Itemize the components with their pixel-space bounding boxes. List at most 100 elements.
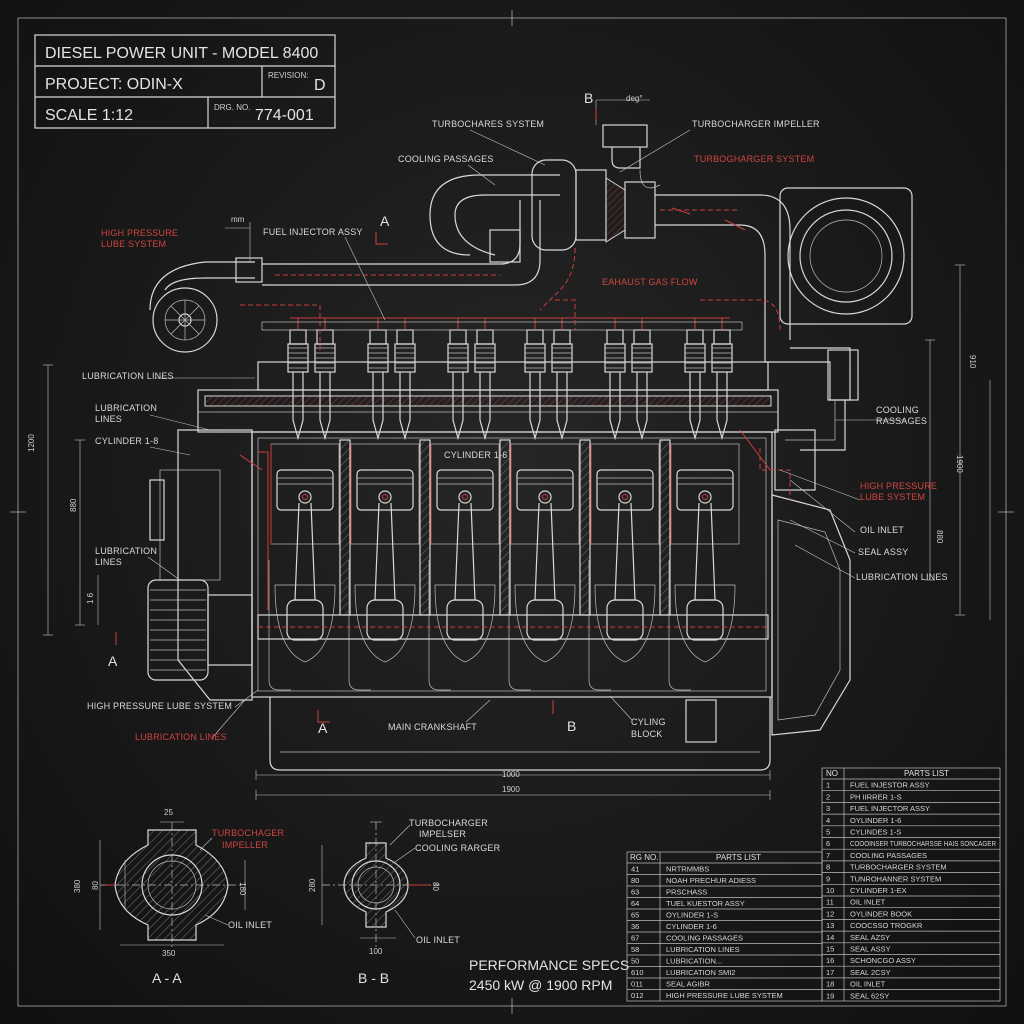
label-cooling-passages-top: COOLING PASSAGES xyxy=(398,154,494,164)
fuel-injector xyxy=(524,318,546,441)
label-bb-cooling: COOLING RARGER xyxy=(415,843,501,853)
turbocharger-assembly xyxy=(149,124,913,451)
parts-list-row-number: 3 xyxy=(826,804,830,813)
parts-list-row-name: COOCSSO TROGKR xyxy=(850,921,923,930)
dim-left-1200: 1200 xyxy=(27,434,36,452)
parts-list-row-name: SEAL ASSY xyxy=(850,945,891,954)
label-seal-assy: SEAL ASSY xyxy=(858,547,909,557)
parts-list-row-number: 9 xyxy=(826,874,830,883)
performance-specs: PERFORMANCE SPECS 2450 kW @ 1900 RPM xyxy=(469,957,629,993)
parts-list-row-name: PRSCHASS xyxy=(666,888,707,897)
parts-list-row-name: NOAH PRECHUR ADIESS xyxy=(666,876,756,885)
fuel-injector xyxy=(551,318,573,441)
cylinder-bank xyxy=(257,439,769,691)
dim-right-880: 880 xyxy=(935,530,944,544)
parts-list-row-name: OYLINDER 1-S xyxy=(666,911,718,920)
dim-aa-80: 80 xyxy=(91,881,100,890)
cylinder xyxy=(588,443,660,691)
parts-list-row-number: 1 xyxy=(826,781,830,790)
parts-list-row-number: 16 xyxy=(826,956,834,965)
parts-list-row-name: LUBRICATION SMI2 xyxy=(666,968,735,977)
label-deg: deg° xyxy=(626,94,643,103)
parts-list-row-name: FUEL INJECTOR ASSY xyxy=(850,804,930,813)
parts-list-row-name: TURBOCHARGER SYSTEM xyxy=(850,863,947,872)
revision-value: D xyxy=(314,77,326,94)
cylinder xyxy=(508,443,580,691)
label-oil-inlet-right: OIL INLET xyxy=(860,525,904,535)
label-turbo-impeller: TURBOCHARGER IMPELLER xyxy=(692,119,820,129)
section-title-a-a: A - A xyxy=(152,970,182,986)
label-aa-oil-inlet: OIL INLET xyxy=(228,920,272,930)
parts-list-row-name: OIL INLET xyxy=(850,980,886,989)
label-hp-lube-left-1: HIGH PRESSURE xyxy=(101,228,178,238)
parts-list-row-name: COOLING PASSAGES xyxy=(850,851,927,860)
label-fuel-injector: FUEL INJECTOR ASSY xyxy=(263,227,363,237)
parts-list-right-col-no: NO xyxy=(826,769,838,778)
label-cycling-block-b: BLOCK xyxy=(631,729,663,739)
fuel-injector xyxy=(711,318,733,441)
parts-list-row-number: 41 xyxy=(631,865,639,874)
section-view-b-b: 280 80 100 TURBOCHARGER IMPELSER COOLING… xyxy=(308,818,501,986)
dim-right-910: 910 xyxy=(968,355,977,369)
parts-list-row-name: OIL INLET xyxy=(850,898,886,907)
parts-list-row-name: TUNROHANNER SYSTEM xyxy=(850,874,941,883)
parts-list-row-name: SCHONCGO ASSY xyxy=(850,956,916,965)
section-markers: A B A A B xyxy=(108,90,597,736)
parts-list-row-name: FUEL INJESTOR ASSY xyxy=(850,781,930,790)
dim-bb-80: 80 xyxy=(431,882,440,891)
dim-left-16: 1 6 xyxy=(86,592,95,604)
parts-list-row-number: 13 xyxy=(826,921,834,930)
parts-list-row-number: 11 xyxy=(826,898,834,907)
dim-1000: 1000 xyxy=(502,770,520,779)
label-cooling-right-b: RASSAGES xyxy=(876,416,927,426)
dim-aa-350: 350 xyxy=(162,949,176,958)
parts-list-row-name: SEAL AZSY xyxy=(850,933,890,942)
section-title-b-b: B - B xyxy=(358,970,389,986)
label-turbo-system: TURBOCHARES SYSTEM xyxy=(432,119,544,129)
drawing-number-label: DRG. NO. xyxy=(214,103,250,112)
injector-row xyxy=(261,317,743,441)
label-bb-oil-inlet: OIL INLET xyxy=(416,935,460,945)
cylinder xyxy=(348,443,420,691)
section-mark-a-top: A xyxy=(380,213,390,229)
fuel-injector xyxy=(367,318,389,441)
parts-list-row-number: 12 xyxy=(826,909,834,918)
cylinder xyxy=(428,443,500,691)
label-hp-lube-right-a: HIGH PRESSURE xyxy=(860,481,937,491)
drawing-number: 774-001 xyxy=(255,107,314,124)
parts-list-right-title: PARTS LIST xyxy=(904,769,949,778)
parts-list-row-number: 012 xyxy=(631,991,644,1000)
parts-list-row-number: 17 xyxy=(826,968,834,977)
performance-title: PERFORMANCE SPECS xyxy=(469,957,629,973)
dim-aa-180: 180 xyxy=(238,882,247,896)
revision-label: REVISION: xyxy=(268,71,308,80)
dim-right-1900: 1900 xyxy=(955,455,964,473)
label-lubrication-lines-3b: LINES xyxy=(95,557,122,567)
parts-list-row-number: 5 xyxy=(826,828,830,837)
fuel-injector xyxy=(684,318,706,441)
label-hp-lube-bottom: HIGH PRESSURE LUBE SYSTEM xyxy=(87,701,232,711)
fuel-injector xyxy=(447,318,469,441)
label-mm: mm xyxy=(231,215,245,224)
parts-list-row-name: OYLINDER 1-6 xyxy=(850,816,901,825)
parts-list-row-name: CYLINDER 1-6 xyxy=(666,922,717,931)
parts-list-row-number: 36 xyxy=(631,922,639,931)
dim-1900: 1900 xyxy=(502,785,520,794)
scale-value: SCALE 1:12 xyxy=(45,107,133,124)
parts-list-row-number: 15 xyxy=(826,945,834,954)
label-hp-lube-right-b: LUBE SYSTEM xyxy=(860,492,925,502)
fuel-injector xyxy=(394,318,416,441)
parts-list-row-number: 610 xyxy=(631,968,644,977)
fuel-injector xyxy=(631,318,653,441)
dim-left-880: 880 xyxy=(69,498,78,512)
parts-list-row-number: 58 xyxy=(631,945,639,954)
drawing-title: DIESEL POWER UNIT - MODEL 8400 xyxy=(45,45,318,62)
label-bb-turbo-b: IMPELSER xyxy=(419,829,466,839)
title-block: DIESEL POWER UNIT - MODEL 8400 PROJECT: … xyxy=(34,34,336,129)
parts-list-row-name: SEAL 62SY xyxy=(850,991,889,1000)
dim-bb-280: 280 xyxy=(308,878,317,892)
section-view-a-a: 25 380 80 180 350 TURBOCHAGER IMPELLER O… xyxy=(73,808,284,986)
label-exhaust-gas-flow: EAHAUST GAS FLOW xyxy=(602,277,698,287)
